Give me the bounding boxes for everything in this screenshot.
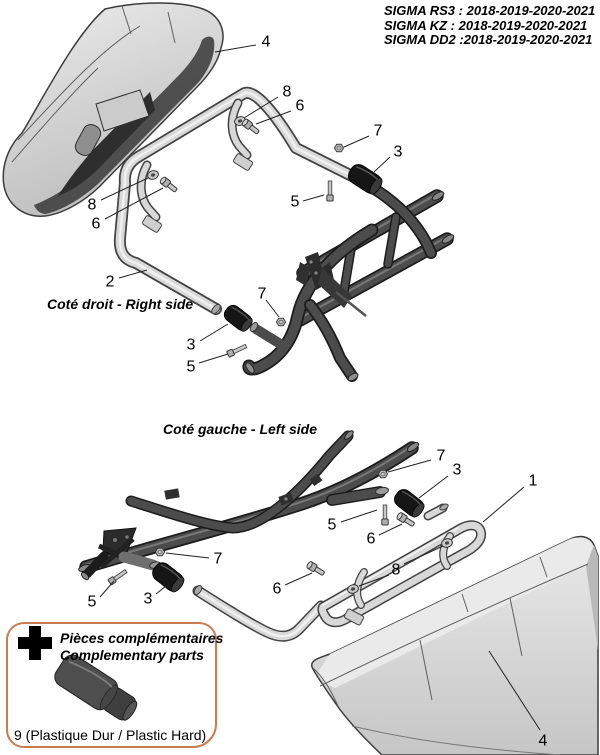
- part-number-5: 5: [88, 594, 97, 611]
- part-number-1: 1: [529, 473, 538, 490]
- part-number-6: 6: [273, 581, 282, 598]
- part-number-7: 7: [437, 448, 446, 465]
- right-side-title: Coté droit - Right side: [47, 296, 194, 312]
- complementary-box-titles: Pièces complémentaires Complementary par…: [60, 630, 223, 664]
- part-number-7: 7: [258, 286, 267, 303]
- nut: [377, 469, 389, 479]
- header-line: SIGMA DD2 :2018-2019-2020-2021: [384, 32, 593, 47]
- leader-line: [373, 156, 391, 173]
- bar-bracket: [136, 160, 163, 233]
- part-number-7: 7: [214, 551, 223, 568]
- leader-line: [358, 574, 390, 587]
- part-number-5: 5: [291, 194, 300, 211]
- part-number-5: 5: [187, 359, 196, 376]
- part-number-8: 8: [283, 84, 292, 101]
- part-number-8: 8: [88, 197, 97, 214]
- part-number-2: 2: [106, 274, 115, 291]
- leader-line: [418, 475, 449, 499]
- leader-line: [118, 269, 148, 279]
- leader-line: [99, 580, 115, 598]
- steering-bracket-cluster: [296, 252, 367, 317]
- part-number-8: 8: [392, 562, 401, 579]
- leader-line: [199, 323, 229, 342]
- leader-line: [482, 486, 525, 523]
- leader-line: [343, 135, 370, 148]
- complementary-parts-box: Pièces complémentaires Complementary par…: [6, 622, 223, 748]
- leader-line: [265, 299, 280, 318]
- rubber-sleeve: [220, 301, 256, 335]
- side-pod-right: [2, 2, 224, 217]
- leader-line: [255, 110, 292, 125]
- part-number-7: 7: [374, 123, 383, 140]
- bolt: [226, 342, 248, 358]
- support-bar-right: [113, 86, 358, 315]
- bolt: [381, 504, 389, 526]
- part-number-5: 5: [328, 517, 337, 534]
- leader-line: [403, 545, 444, 565]
- model-years-header: SIGMA RS3 : 2018-2019-2020-2021 SIGMA KZ…: [384, 3, 596, 48]
- bar-bracket: [227, 98, 254, 171]
- part-number-3: 3: [187, 337, 196, 354]
- chassis-left: [78, 430, 420, 581]
- header-line: SIGMA RS3 : 2018-2019-2020-2021: [384, 3, 596, 18]
- leader-line: [100, 177, 149, 201]
- leader-line: [387, 459, 432, 473]
- complementary-title-fr: Pièces complémentaires: [60, 630, 224, 646]
- leader-line: [243, 96, 279, 119]
- rubber-sleeve: [390, 485, 428, 521]
- nut: [154, 547, 166, 557]
- part-number-6: 6: [367, 531, 376, 548]
- bolt: [107, 567, 129, 586]
- bolt: [158, 175, 179, 195]
- part-number-3: 3: [394, 144, 403, 161]
- leader-line: [198, 353, 229, 364]
- spindle-bracket-cluster: [80, 527, 161, 581]
- leader-line: [165, 552, 210, 559]
- part-number-6: 6: [92, 216, 101, 233]
- complementary-title-en: Complementary parts: [60, 647, 204, 663]
- part-number-3: 3: [144, 591, 153, 608]
- leader-line: [488, 650, 541, 731]
- part-number-4: 4: [539, 733, 548, 750]
- part-number-6: 6: [296, 98, 305, 115]
- leader-line: [284, 572, 313, 586]
- chassis-right: [242, 184, 455, 382]
- bolt: [326, 180, 334, 202]
- part-9-drawing: [54, 654, 138, 721]
- part-number-3: 3: [453, 462, 462, 479]
- nut: [275, 317, 287, 327]
- leader-line: [302, 194, 325, 202]
- nut: [333, 143, 345, 153]
- leader-line: [340, 509, 378, 523]
- leader-line: [214, 44, 257, 53]
- plus-icon: [18, 626, 52, 660]
- leader-line: [104, 187, 164, 220]
- part-number-4: 4: [262, 34, 271, 51]
- side-pod-left: [311, 535, 599, 755]
- header-line: SIGMA KZ : 2018-2019-2020-2021: [384, 17, 588, 33]
- left-side-title: Coté gauche - Left side: [163, 421, 318, 437]
- bolt: [240, 117, 261, 137]
- part-9-caption: 9 (Plastique Dur / Plastic Hard): [14, 727, 207, 743]
- leader-line: [378, 523, 403, 536]
- leader-line: [155, 585, 167, 595]
